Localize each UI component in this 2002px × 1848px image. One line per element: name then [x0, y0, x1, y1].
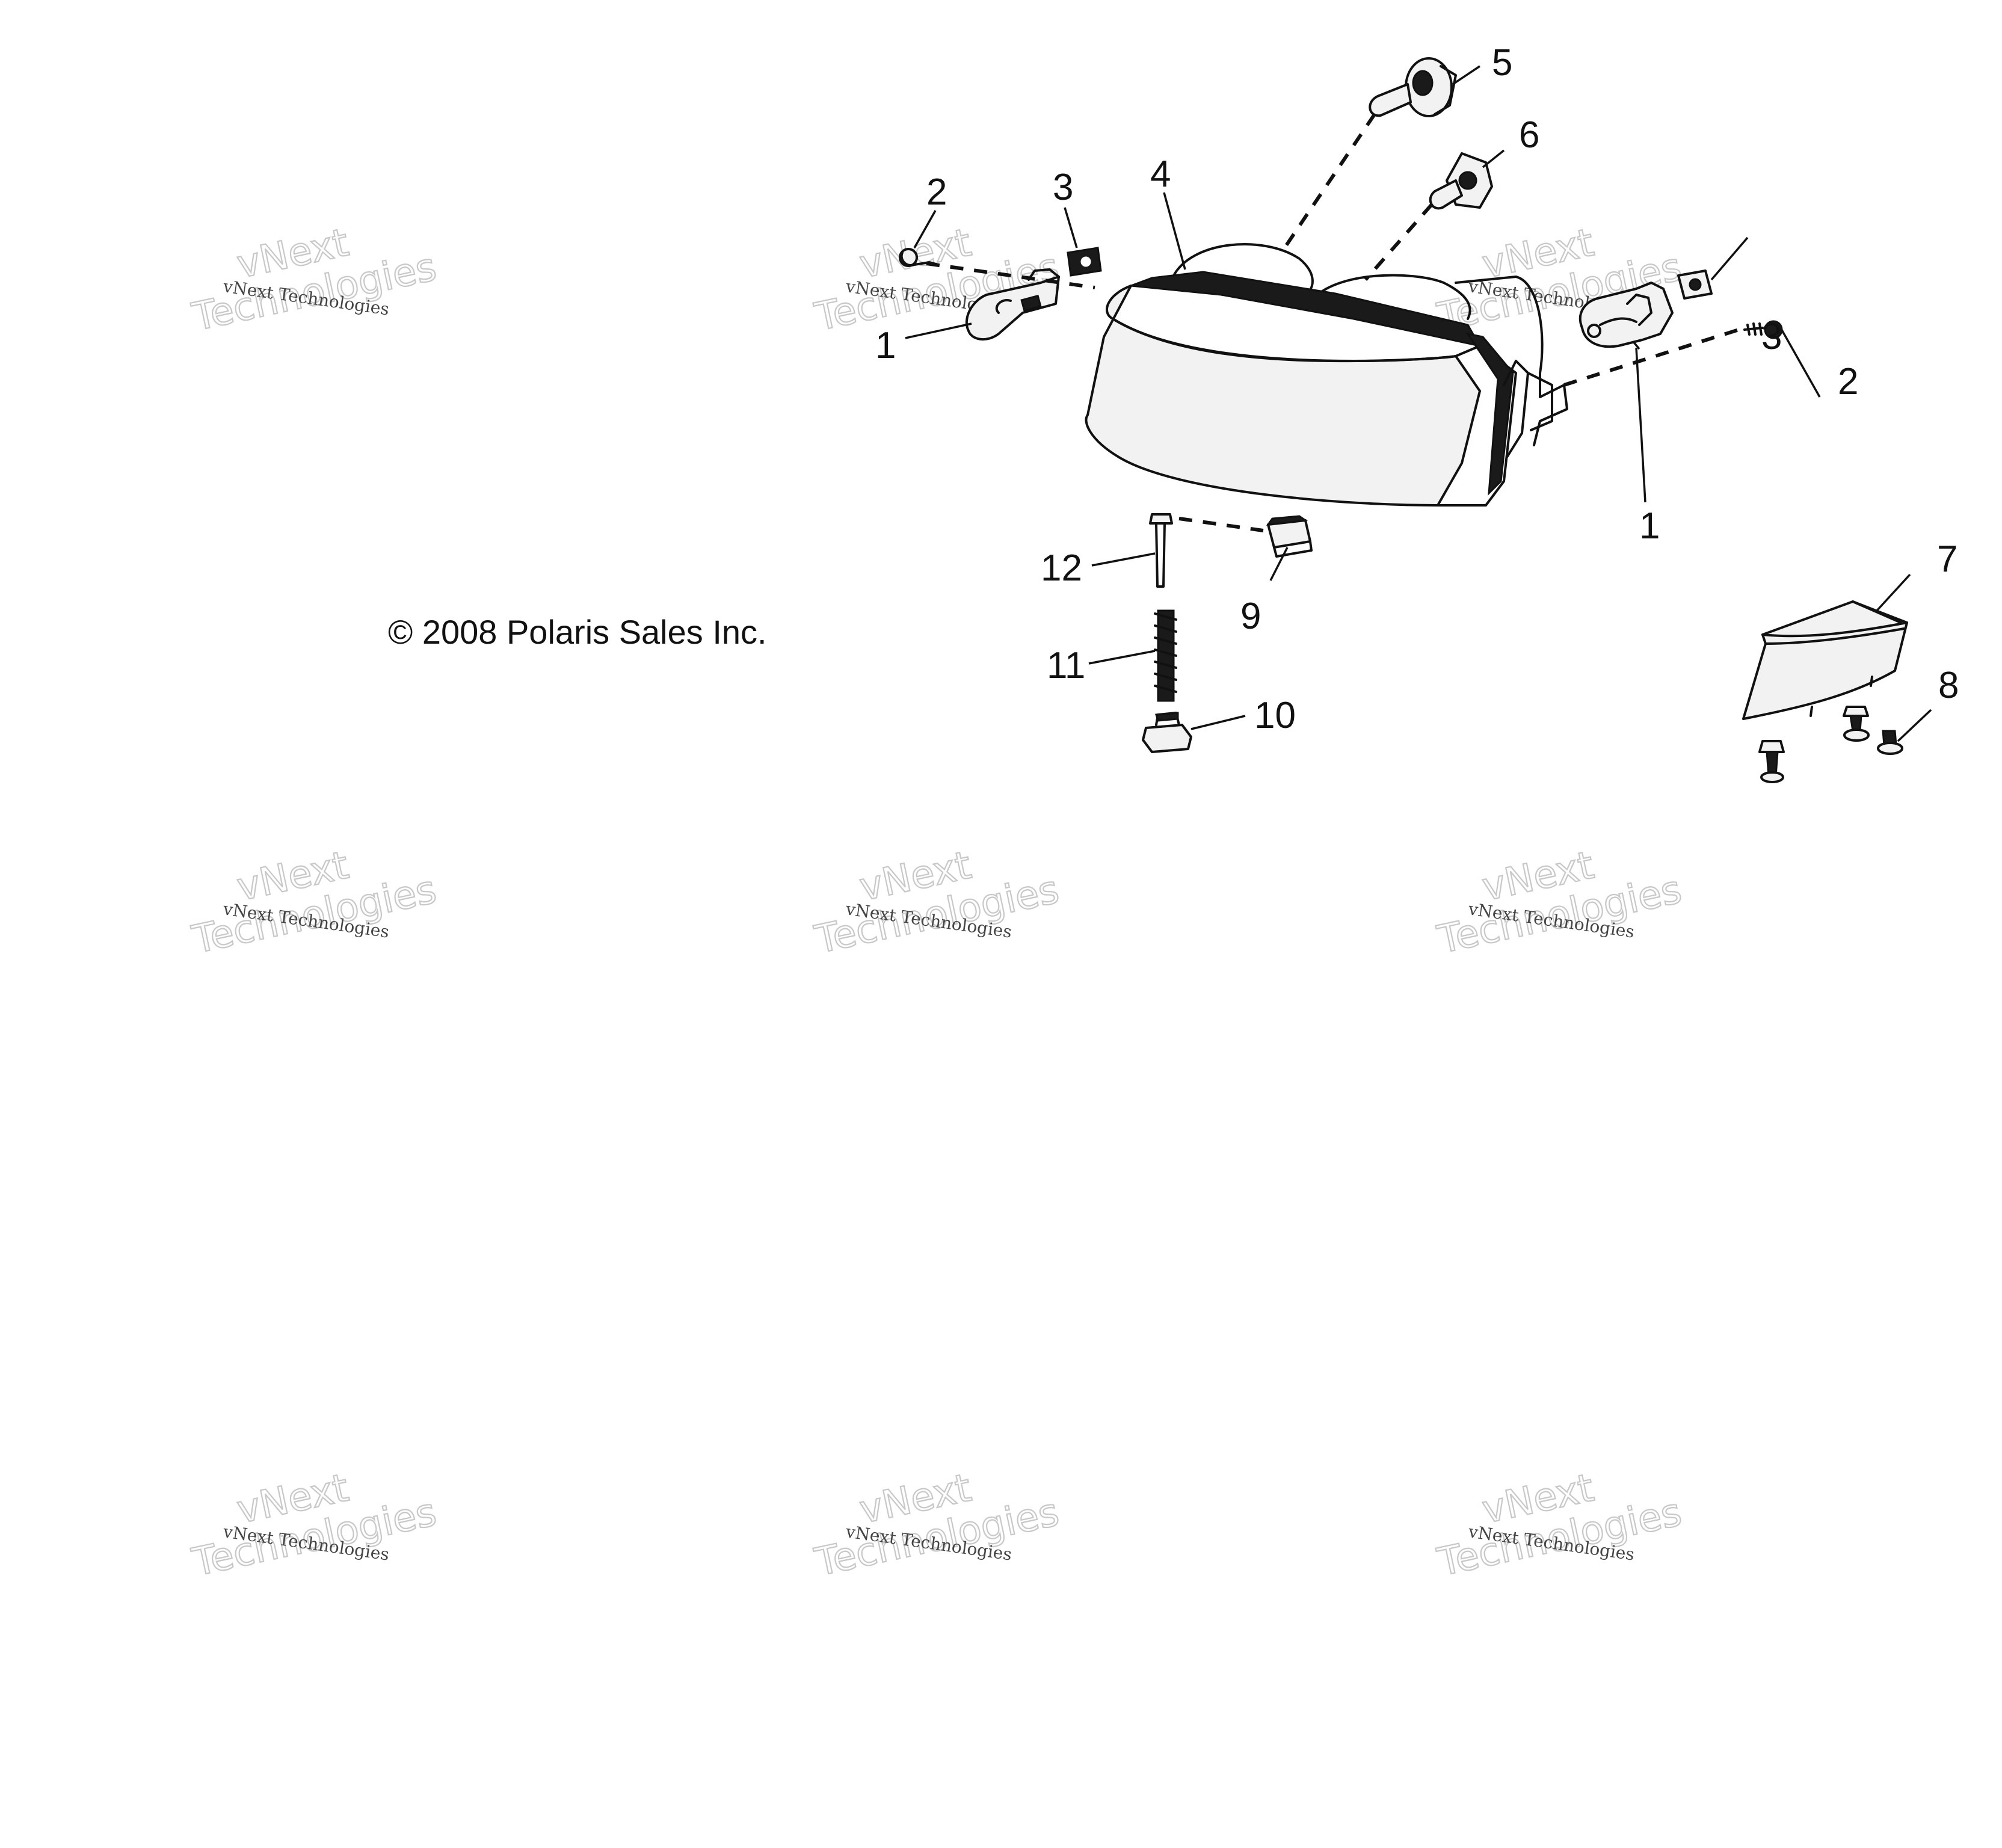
bulb-upper-flange — [1434, 65, 1457, 116]
right-screw — [1743, 320, 1783, 339]
leader-8 — [1897, 709, 1932, 742]
assembly-lines — [926, 113, 1745, 532]
callout-3-right: 3 — [1761, 316, 1782, 357]
leader-2-right — [1779, 327, 1821, 398]
watermark: vNext Technologies — [1433, 1465, 1686, 1586]
headlight-housing — [1085, 243, 1568, 507]
assembly-line-left — [926, 262, 1095, 289]
leader-3-left — [1064, 207, 1078, 248]
left-adjuster-group — [899, 247, 1102, 341]
housing-back-left-bulge — [1172, 243, 1314, 296]
copyright-text: © 2008 Polaris Sales Inc. — [388, 613, 767, 651]
leader-lines — [905, 65, 1932, 742]
callout-5: 5 — [1492, 42, 1512, 84]
leader-12 — [1091, 552, 1156, 567]
leader-6 — [1482, 149, 1505, 168]
bulb-upper — [1369, 57, 1457, 117]
leader-10 — [1190, 715, 1246, 730]
callout-7: 7 — [1937, 538, 1957, 580]
housing-side-panel — [1437, 345, 1517, 507]
callout-6: 6 — [1519, 114, 1539, 156]
bulb-lower — [1429, 152, 1493, 210]
housing-back-right-tab — [1527, 372, 1553, 431]
housing-back-right-bulge — [1310, 274, 1471, 320]
leader-1-right-b — [1635, 347, 1646, 503]
left-screw — [899, 248, 940, 267]
leader-1-left — [905, 322, 972, 339]
right-bracket — [1578, 282, 1674, 348]
assembly-line-pin — [1178, 517, 1264, 532]
left-nut-clip — [1067, 247, 1102, 277]
fasteners-8 — [1758, 706, 1903, 783]
assembly-line-right — [1563, 326, 1745, 387]
leader-2-left — [913, 210, 937, 248]
housing-top-seal — [1130, 271, 1482, 348]
lens-cover-7 — [1742, 600, 1908, 720]
nut-10 — [1142, 712, 1192, 753]
leader-3-right — [1710, 236, 1749, 281]
pin-12 — [1149, 513, 1173, 588]
callout-2-right: 2 — [1838, 361, 1858, 402]
right-adjuster-group — [1578, 270, 1783, 348]
housing-back-right-flange — [1455, 276, 1568, 446]
watermark: vNext Technologies — [188, 842, 441, 963]
callout-8: 8 — [1938, 665, 1959, 706]
watermark: vNext Technologies — [188, 220, 441, 340]
callout-11: 11 — [1047, 645, 1085, 686]
leader-9 — [1269, 547, 1289, 581]
fastener — [1843, 706, 1870, 742]
watermark: vNext Technologies — [1433, 842, 1686, 963]
housing-right-mount — [1503, 360, 1529, 458]
callout-1-right: 1 — [1639, 505, 1660, 547]
callout-1-left: 1 — [875, 325, 896, 366]
leader-5 — [1452, 65, 1480, 85]
assembly-line-bulb-upper — [1280, 113, 1376, 254]
watermark: vNext Technologies — [810, 220, 1064, 340]
fastener — [1877, 730, 1903, 755]
callout-labels: 1 2 3 4 5 6 7 8 9 10 11 12 3 2 1 — [875, 42, 1959, 736]
left-bracket — [965, 268, 1060, 341]
callout-10: 10 — [1254, 695, 1296, 736]
watermark: vNext Technologies — [810, 842, 1064, 963]
watermark: vNext Technologies — [810, 1465, 1064, 1586]
clip-9 — [1266, 515, 1313, 558]
fastener — [1758, 740, 1785, 783]
leader-11 — [1088, 650, 1156, 665]
leader-4 — [1163, 192, 1186, 270]
housing-side-seal — [1465, 332, 1514, 496]
bulb-upper-glass — [1369, 83, 1412, 117]
callout-12: 12 — [1041, 547, 1082, 589]
callout-9: 9 — [1240, 596, 1261, 637]
bulb-lower-center — [1458, 171, 1477, 190]
callout-3-left: 3 — [1053, 167, 1073, 208]
assembly-line-bulb-lower — [1364, 203, 1434, 281]
bulb-upper-base — [1412, 70, 1434, 96]
watermark: vNext Technologies — [188, 1465, 441, 1586]
spring-11 — [1154, 609, 1177, 702]
leader-7 — [1876, 573, 1911, 612]
leader-1-right — [1632, 340, 1640, 350]
housing-lens-top-curve — [1112, 318, 1457, 363]
callout-4: 4 — [1150, 153, 1171, 195]
right-nut-clip — [1677, 270, 1713, 300]
callout-2-left: 2 — [926, 171, 947, 213]
